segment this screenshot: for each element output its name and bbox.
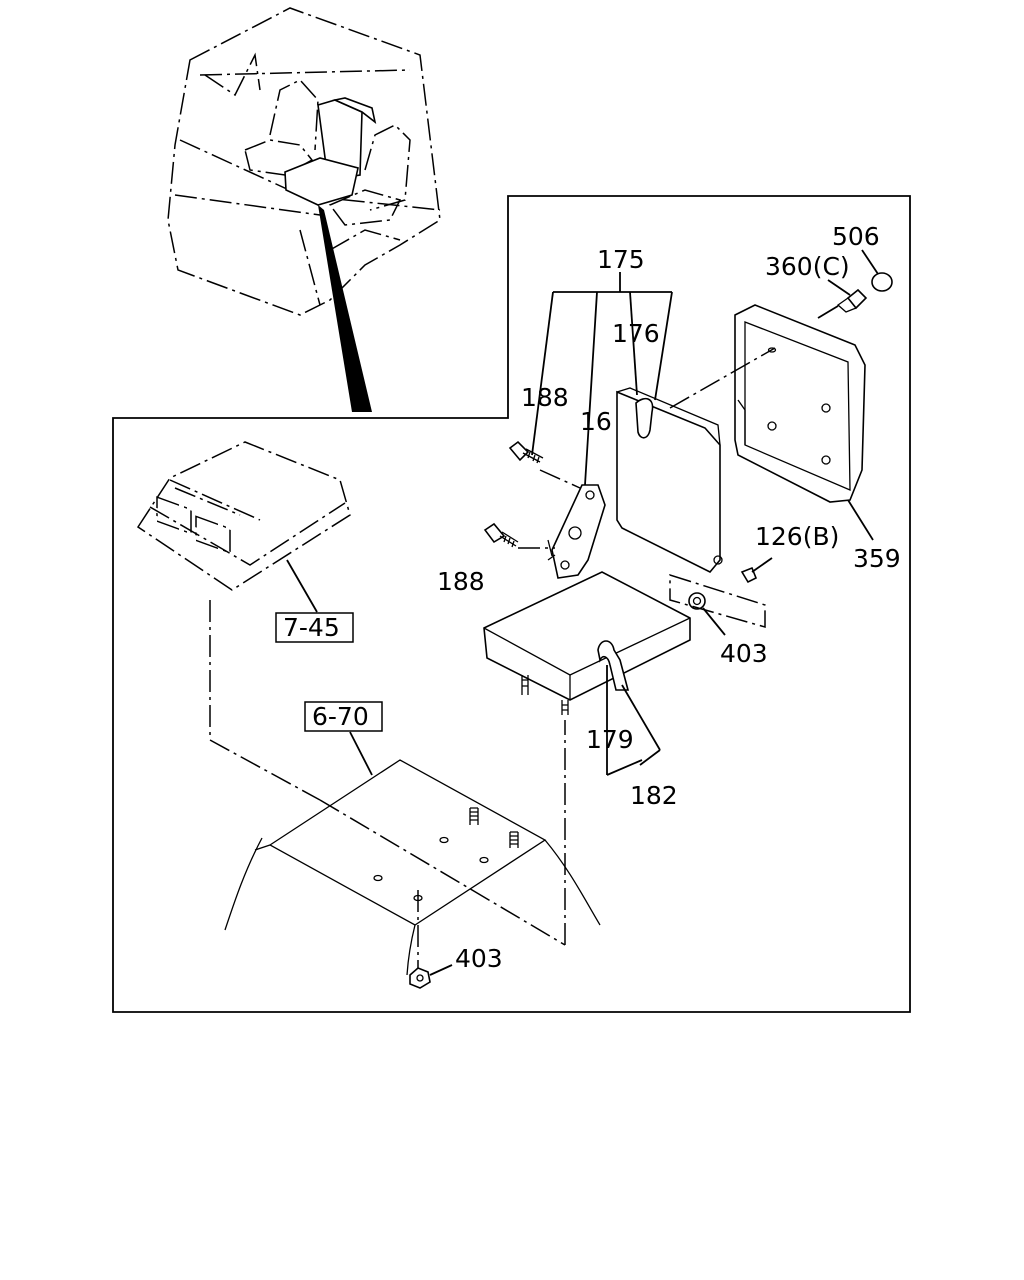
label-126b: 126(B)	[755, 522, 839, 551]
floor-panel-part	[224, 731, 601, 976]
label-175: 175	[597, 245, 645, 274]
label-179: 179	[586, 725, 634, 754]
callout-pointer	[318, 205, 372, 412]
seat-cushion-part	[483, 571, 691, 715]
console-cover-part	[136, 441, 351, 613]
label-403-lower: 403	[455, 944, 503, 973]
label-188-lower: 188	[437, 567, 485, 596]
label-182: 182	[630, 781, 678, 810]
label-359: 359	[853, 544, 901, 573]
label-188-upper: 188	[521, 383, 569, 412]
label-506: 506	[832, 222, 880, 251]
label-16: 16	[580, 407, 612, 436]
label-403-upper: 403	[720, 639, 768, 668]
label-7-45: 7-45	[283, 613, 340, 642]
label-176: 176	[612, 319, 660, 348]
cab-overview	[167, 7, 441, 316]
fastener-parts	[409, 272, 893, 989]
ref-box-6-70	[304, 701, 383, 732]
hinge-bracket-part	[547, 484, 606, 579]
seat-back-part	[616, 387, 723, 573]
assembly-lines	[209, 347, 776, 968]
label-360c: 360(C)	[765, 252, 850, 281]
leader-lines	[429, 249, 879, 976]
ref-box-7-45	[275, 612, 354, 643]
label-6-70: 6-70	[312, 702, 369, 731]
detail-frame	[112, 195, 911, 1013]
back-cover-part	[734, 304, 866, 503]
